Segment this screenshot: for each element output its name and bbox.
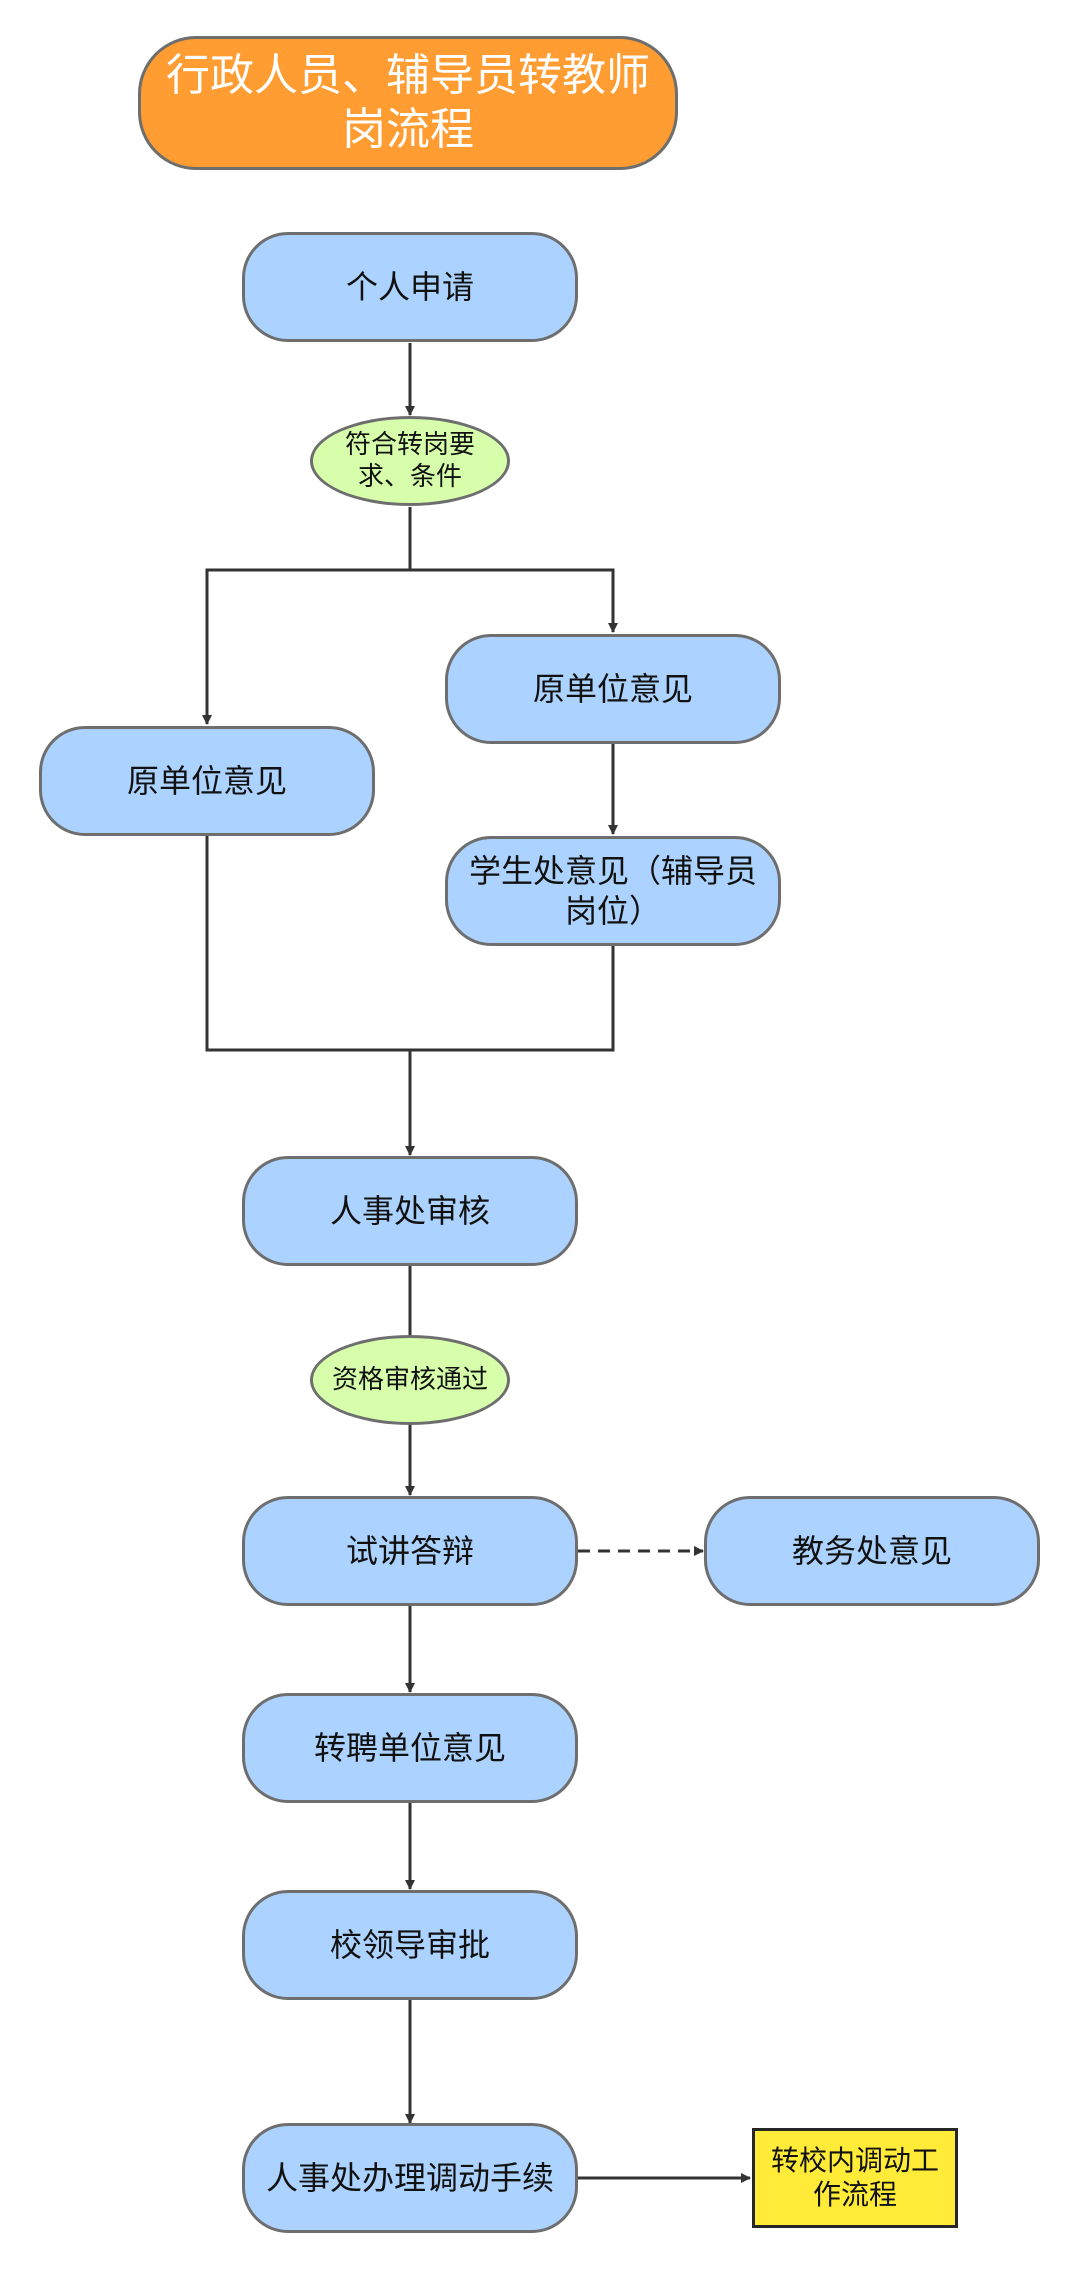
node-original-unit-opinion-left: 原单位意见 [39, 726, 375, 836]
node-hr-review: 人事处审核 [242, 1156, 578, 1266]
connector-right-merge [410, 946, 615, 1052]
node-academic-affairs-opinion: 教务处意见 [704, 1496, 1040, 1606]
node-condition-meet-requirements: 符合转岗要 求、条件 [310, 416, 510, 506]
node-personal-application: 个人申请 [242, 232, 578, 342]
node-hr-transfer-procedures: 人事处办理调动手续 [242, 2123, 578, 2233]
connector-branch-right [410, 568, 618, 633]
node-original-unit-opinion-right: 原单位意见 [445, 634, 781, 744]
connector-left-merge [205, 836, 410, 1052]
node-student-office-opinion: 学生处意见（辅导员 岗位） [445, 836, 781, 946]
flow-title: 行政人员、辅导员转教师 岗流程 [138, 36, 678, 170]
node-internal-transfer-process: 转校内调动工 作流程 [752, 2128, 958, 2228]
node-condition-qualification-passed: 资格审核通过 [310, 1335, 510, 1425]
node-trial-lecture-defense: 试讲答辩 [242, 1496, 578, 1606]
node-receiving-unit-opinion: 转聘单位意见 [242, 1693, 578, 1803]
connector-branch-left [202, 568, 410, 725]
node-school-leader-approval: 校领导审批 [242, 1890, 578, 2000]
